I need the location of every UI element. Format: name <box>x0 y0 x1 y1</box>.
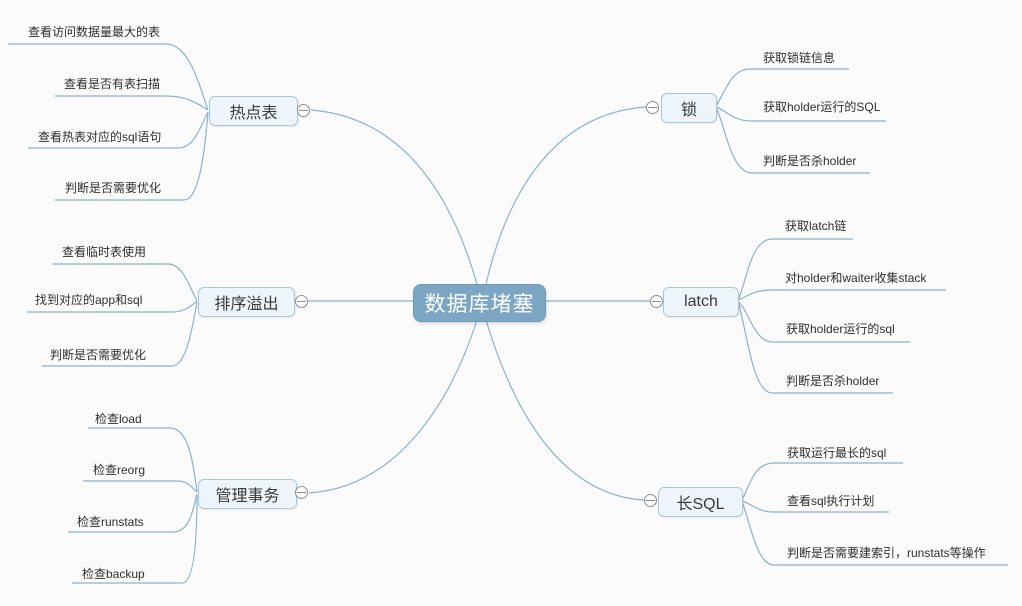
leaf-topic[interactable]: 判断是否杀holder <box>786 374 880 388</box>
connector-leaf <box>88 427 198 493</box>
branch-topic-label: 长SQL <box>676 496 725 513</box>
branch-topic-hot-tables[interactable]: 热点表 <box>209 96 298 126</box>
leaf-topic[interactable]: 查看临时表使用 <box>62 245 147 259</box>
connector-leaf <box>737 238 853 301</box>
collapse-toggle-lock[interactable] <box>646 101 659 114</box>
leaf-topic[interactable]: 获取holder运行的sql <box>786 322 895 336</box>
branch-topic-label: latch <box>684 293 718 310</box>
collapse-toggle-admin-tasks[interactable] <box>295 486 308 499</box>
leaf-topic[interactable]: 查看是否有表扫描 <box>64 77 161 91</box>
connector-leaf <box>741 500 889 513</box>
connector-leaf <box>715 107 870 174</box>
connector-leaf <box>741 462 903 501</box>
collapse-toggle-hot-tables[interactable] <box>297 104 310 117</box>
branch-topic-long-sql[interactable]: 长SQL <box>658 487 743 517</box>
connector-leaf <box>27 300 198 313</box>
leaf-topic[interactable]: 获取运行最长的sql <box>787 446 887 460</box>
root-topic-label: 数据库堵塞 <box>424 293 535 316</box>
connector-center-long-sql <box>485 319 645 501</box>
branch-topic-label: 热点表 <box>229 105 278 122</box>
branch-topic-admin-tasks[interactable]: 管理事务 <box>198 479 297 509</box>
connector-leaf <box>83 480 198 493</box>
connector-center-lock <box>485 106 647 285</box>
leaf-topic[interactable]: 查看热表对应的sql语句 <box>38 130 162 144</box>
connector-leaf <box>741 501 1008 566</box>
root-topic[interactable]: 数据库堵塞 <box>413 284 546 322</box>
leaf-topic[interactable]: 找到对应的app和sql <box>35 293 143 307</box>
collapse-minus-icon <box>652 301 661 302</box>
leaf-topic[interactable]: 查看sql执行计划 <box>787 494 875 508</box>
leaf-topic[interactable]: 判断是否需要优化 <box>50 348 147 362</box>
leaf-topic[interactable]: 检查runstats <box>77 515 144 529</box>
connector-leaf <box>68 493 198 533</box>
leaf-topic[interactable]: 查看访问数据量最大的表 <box>28 25 161 39</box>
leaf-topic[interactable]: 获取holder运行的SQL <box>763 100 881 114</box>
connector-leaf <box>737 301 910 343</box>
connector-leaf <box>737 289 946 301</box>
collapse-minus-icon <box>646 500 655 501</box>
collapse-minus-icon <box>297 301 306 302</box>
connector-leaf <box>8 43 209 111</box>
collapse-minus-icon <box>299 110 308 111</box>
connector-leaf <box>55 95 209 111</box>
collapse-toggle-long-sql[interactable] <box>644 494 657 507</box>
leaf-topic[interactable]: 判断是否需要优化 <box>65 181 162 195</box>
leaf-topic[interactable]: 检查load <box>95 412 142 426</box>
connector-center-admin-tasks <box>308 319 478 494</box>
collapse-toggle-latch[interactable] <box>650 295 663 308</box>
branch-topic-label: 锁 <box>680 102 697 119</box>
collapse-minus-icon <box>297 492 306 493</box>
leaf-topic[interactable]: 获取latch链 <box>785 219 847 233</box>
leaf-topic[interactable]: 判断是否杀holder <box>763 154 857 168</box>
connector-leaf <box>737 301 893 394</box>
connector-leaf <box>715 68 849 107</box>
branch-topic-lock[interactable]: 锁 <box>661 93 717 123</box>
branch-topic-label: 管理事务 <box>215 488 280 505</box>
connector-leaf <box>72 494 198 584</box>
connector-leaf <box>28 111 209 149</box>
collapse-toggle-sort-overflow[interactable] <box>295 295 308 308</box>
leaf-topic[interactable]: 获取锁链信息 <box>763 51 836 65</box>
branch-topic-latch[interactable]: latch <box>663 287 739 317</box>
collapse-minus-icon <box>648 107 657 108</box>
branch-topic-label: 排序溢出 <box>214 296 279 313</box>
connector-leaf <box>53 263 198 301</box>
leaf-topic[interactable]: 检查backup <box>82 567 145 581</box>
connector-leaf <box>715 106 886 122</box>
connector-leaf <box>42 301 198 367</box>
leaf-topic[interactable]: 对holder和waiter收集stack <box>785 271 927 285</box>
branch-topic-sort-overflow[interactable]: 排序溢出 <box>198 287 295 317</box>
leaf-topic[interactable]: 判断是否需要建索引，runstats等操作 <box>787 546 986 560</box>
leaf-topic[interactable]: 检查reorg <box>93 463 146 477</box>
connector-center-hot-tables <box>310 109 478 285</box>
connector-leaf <box>55 112 209 201</box>
